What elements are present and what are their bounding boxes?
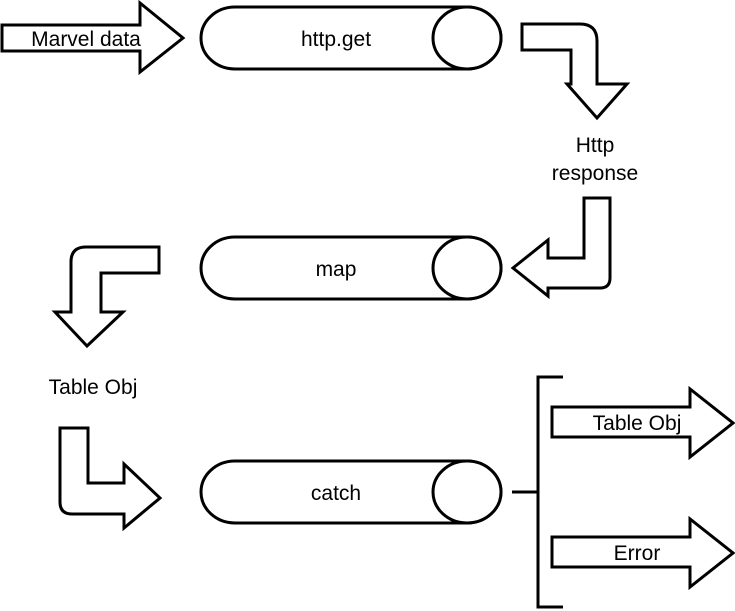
input-arrow-marvel-data: Marvel data xyxy=(0,0,186,76)
input-label: Marvel data xyxy=(31,28,141,51)
node-catch: catch xyxy=(199,459,503,525)
node-http-get: http.get xyxy=(199,5,503,71)
output-error-label: Error xyxy=(614,542,661,565)
http-response-text: Http response xyxy=(552,134,638,185)
http-response-line1: Http xyxy=(576,134,615,157)
output-table-obj-label: Table Obj xyxy=(593,412,682,435)
table-obj-text: Table Obj xyxy=(49,376,138,399)
node-http-get-label: http.get xyxy=(301,28,371,51)
node-map-label: map xyxy=(316,258,357,281)
bend-arrow-to-response xyxy=(520,22,631,121)
bend-arrow-to-table-obj xyxy=(51,245,161,349)
bend-arrow-to-map xyxy=(510,196,612,300)
http-response-line2: response xyxy=(552,162,638,185)
bend-arrow-to-catch xyxy=(58,426,163,532)
output-bracket xyxy=(512,375,563,609)
node-map: map xyxy=(199,235,503,301)
node-catch-label: catch xyxy=(311,482,361,505)
output-arrow-table-obj: Table Obj xyxy=(550,385,735,461)
output-arrow-error: Error xyxy=(550,515,735,591)
